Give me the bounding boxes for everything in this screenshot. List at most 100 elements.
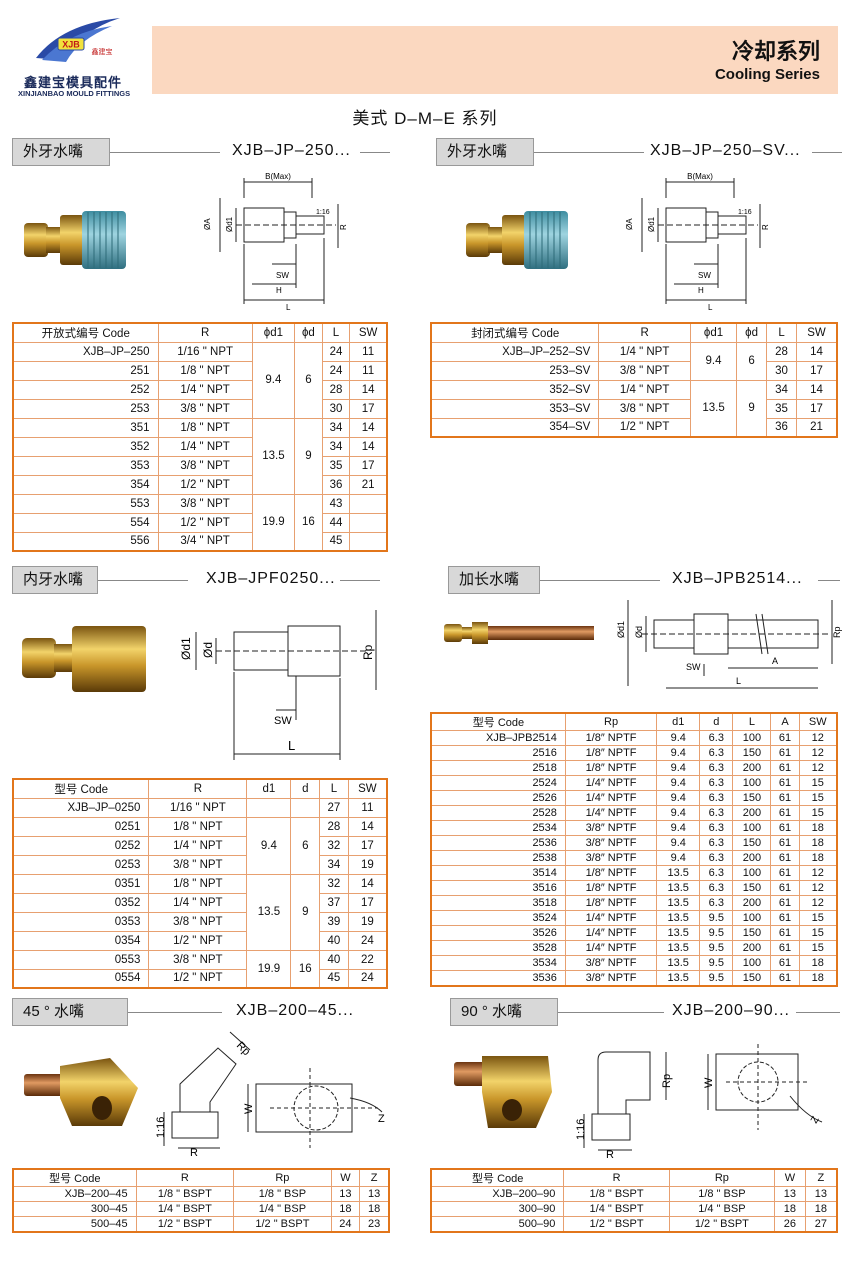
- logo-swoosh-icon: XJB 鑫建宝: [36, 18, 120, 62]
- thread-cell: 3/8 " NPT: [157, 493, 253, 514]
- table-cell: 18: [798, 820, 838, 836]
- table-cell: 18: [798, 850, 838, 866]
- divider: [540, 580, 660, 581]
- table-cell: 15: [798, 805, 838, 821]
- column-header: Z: [359, 1168, 390, 1187]
- sw-cell: 14: [796, 341, 838, 362]
- table-cell: 13.5: [656, 910, 701, 926]
- sw-cell: 11: [349, 341, 388, 362]
- table-cell: 6.3: [699, 865, 734, 881]
- logo-badge: XJB: [62, 40, 80, 50]
- length-cell: 32: [319, 873, 349, 894]
- code-cell: 253: [12, 398, 159, 419]
- table-cell: 61: [770, 955, 800, 971]
- table-cell: 6.3: [699, 730, 734, 746]
- group-d1-cell: 19.9: [251, 493, 296, 552]
- svg-text:Z: Z: [378, 1113, 385, 1125]
- svg-text:A: A: [772, 656, 778, 666]
- table-cell: 1/4″ NPTF: [564, 940, 658, 956]
- column-header: R: [598, 322, 691, 343]
- column-header: W: [774, 1168, 806, 1187]
- table-cell: 3/8″ NPTF: [564, 820, 658, 836]
- column-header: W: [330, 1168, 361, 1187]
- column-header: ϕd1: [689, 322, 738, 343]
- brand-logo: XJB 鑫建宝 鑫建宝模具配件 XINJIANBAO MOULD FITTING…: [14, 8, 144, 98]
- table-cell: 12: [798, 895, 838, 911]
- table-cell: 200: [732, 895, 772, 911]
- divider: [534, 152, 644, 153]
- svg-text:Rp: Rp: [234, 1040, 252, 1058]
- table-cell: 12: [798, 745, 838, 761]
- table-cell: 61: [770, 760, 800, 776]
- column-header: A: [770, 712, 800, 731]
- column-header: d1: [656, 712, 701, 731]
- group-d-cell: 6: [294, 341, 323, 419]
- column-header: 型号 Code: [12, 1168, 137, 1187]
- svg-text:L: L: [288, 738, 295, 753]
- table-cell: 1/2 " BSPT: [668, 1216, 776, 1232]
- table-cell: 9.5: [699, 925, 734, 941]
- table-cell: 13.5: [656, 940, 701, 956]
- table-cell: 61: [770, 880, 800, 896]
- sw-cell: 17: [347, 892, 388, 913]
- group-d1-cell: 9.4: [246, 816, 292, 875]
- length-cell: 34: [766, 379, 798, 400]
- svg-text:B(Max): B(Max): [265, 172, 291, 181]
- elbow-45-photo: [24, 1058, 138, 1126]
- table-cell: 9.4: [656, 730, 701, 746]
- thread-cell: 1/8 " NPT: [148, 816, 248, 837]
- column-header: SW: [347, 778, 388, 799]
- table-cell: 3/8″ NPTF: [564, 850, 658, 866]
- table-cell: 13.5: [656, 970, 701, 986]
- table-cell: 9.4: [656, 850, 701, 866]
- column-header: SW: [798, 712, 838, 731]
- group-d-cell: 6: [736, 341, 768, 381]
- thread-cell: 3/8 " NPT: [598, 398, 691, 419]
- code-cell: 352–SV: [430, 379, 600, 400]
- female-nipple-drawing: Ød1 Ød Rp SW L: [179, 610, 377, 760]
- length-cell: 28: [766, 341, 798, 362]
- table-cell: 61: [770, 745, 800, 761]
- column-header: ϕd: [294, 322, 323, 343]
- male-nipple-photo: [24, 211, 126, 269]
- column-header: L: [766, 322, 798, 343]
- code-cell: 251: [12, 360, 159, 381]
- male-nipple-sv-photo: [466, 211, 568, 269]
- thread-cell: 1/16 " NPT: [157, 341, 253, 362]
- sw-cell: 19: [347, 854, 388, 875]
- sw-cell: 14: [347, 873, 388, 894]
- header-band: 冷却系列 Cooling Series: [152, 26, 838, 94]
- table-cell: 13.5: [656, 895, 701, 911]
- table-cell: 61: [770, 925, 800, 941]
- column-header: Z: [804, 1168, 838, 1187]
- code-cell: 0253: [12, 854, 150, 875]
- divider: [812, 152, 842, 153]
- svg-text:L: L: [736, 676, 741, 686]
- divider: [796, 1012, 840, 1013]
- table-cell: 13.5: [656, 955, 701, 971]
- male-nipple-drawing: B(Max) ØA Ød1 1:16 R SW H L: [203, 172, 348, 312]
- svg-text:Ød1: Ød1: [616, 621, 626, 638]
- length-cell: 45: [319, 968, 349, 989]
- table-cell: 6.3: [699, 775, 734, 791]
- table-cell: 1/2 " BSPT: [135, 1216, 235, 1232]
- length-cell: 28: [321, 379, 351, 400]
- divider: [98, 580, 188, 581]
- code-cell: XJB–JPB2514: [430, 730, 566, 746]
- svg-text:1:16: 1:16: [738, 209, 752, 216]
- thread-cell: 1/4 " NPT: [157, 436, 253, 457]
- group-d-cell: 9: [736, 379, 768, 438]
